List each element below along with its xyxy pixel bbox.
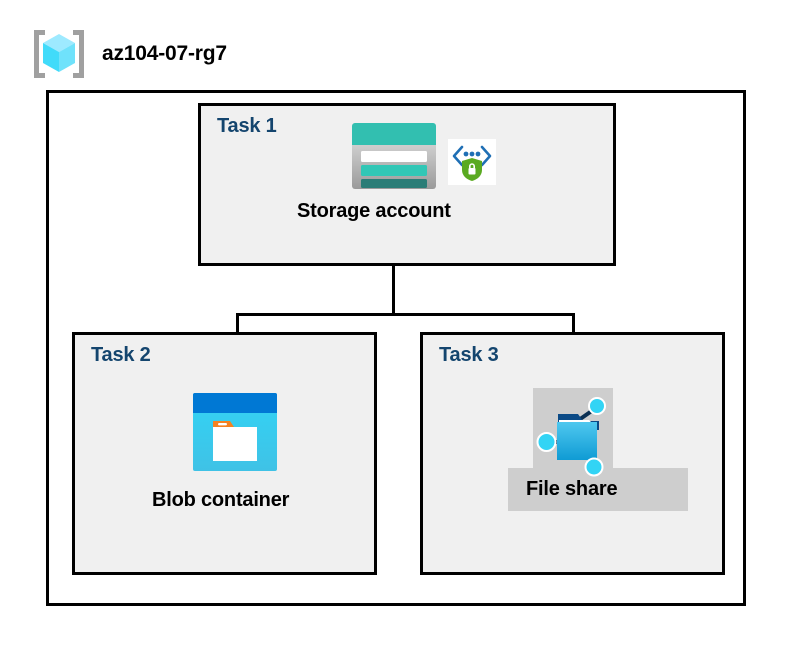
file-share-label: File share bbox=[526, 478, 618, 500]
resource-group-name: az104-07-rg7 bbox=[102, 42, 227, 65]
task-1-label: Task 1 bbox=[217, 115, 277, 137]
file-share-icon bbox=[533, 390, 613, 485]
connector-storage-trunk bbox=[392, 266, 395, 316]
storage-account-label: Storage account bbox=[297, 200, 451, 222]
private-endpoint-icon bbox=[448, 139, 496, 190]
blob-container-icon bbox=[192, 392, 278, 477]
task-2-label: Task 2 bbox=[91, 344, 151, 366]
resource-group-icon bbox=[30, 26, 88, 82]
blob-container-label: Blob container bbox=[152, 489, 290, 511]
task-3-label: Task 3 bbox=[439, 344, 499, 366]
resource-group-header: az104-07-rg7 bbox=[30, 26, 227, 82]
connector-crossbar bbox=[236, 313, 575, 316]
storage-account-icon bbox=[350, 121, 438, 196]
